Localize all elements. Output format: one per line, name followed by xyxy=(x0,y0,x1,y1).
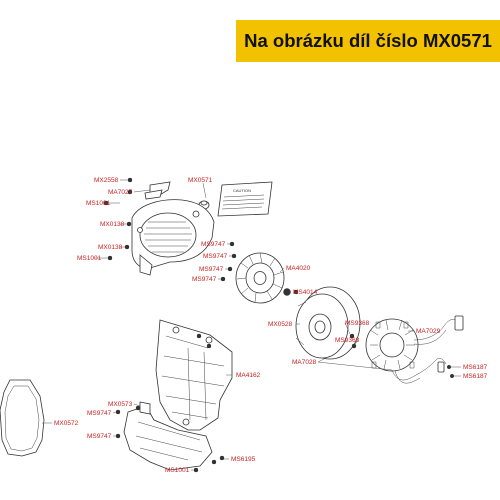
label-ms9747: MS9747 xyxy=(87,410,112,417)
label-ms4014: MS4014 xyxy=(293,289,318,296)
label-ma7029: MA7029 xyxy=(416,328,441,335)
wiring-harness xyxy=(391,315,464,384)
label-mx0138: MX0138 xyxy=(98,244,123,251)
label-mx0573: MX0573 xyxy=(108,401,133,408)
label-mx0138: MX0138 xyxy=(100,221,125,228)
label-mx2558: MX2558 xyxy=(94,177,119,184)
label-ms9747: MS9747 xyxy=(201,241,226,248)
lower-cover-part xyxy=(123,401,213,471)
label-ms9747: MS9747 xyxy=(203,253,228,260)
stator-part xyxy=(365,318,419,372)
label-ms1001: MS1001 xyxy=(77,255,102,262)
leader-lines xyxy=(42,179,461,471)
label-ms9747: MS9747 xyxy=(87,433,112,440)
label-ms6187: MS6187 xyxy=(463,373,488,380)
bracket-part xyxy=(144,181,171,200)
label-ms6195: MS6195 xyxy=(231,456,256,463)
label-ms9368: MS9368 xyxy=(335,337,360,344)
label-ma7027: MA7027 xyxy=(108,189,133,196)
label-ms1001: MS1001 xyxy=(86,200,111,207)
label-mx0572: MX0572 xyxy=(54,420,79,427)
cover-screws xyxy=(103,177,237,282)
flywheel-part xyxy=(295,286,361,360)
sticker-title: CAUTION xyxy=(233,188,251,193)
lower-shroud-part xyxy=(155,319,233,431)
label-ma4020: MA4020 xyxy=(286,265,311,272)
banner-text: Na obrázku díl číslo MX0571 xyxy=(244,30,492,51)
label-ms1001: MS1001 xyxy=(165,467,190,474)
caution-sticker: CAUTION xyxy=(217,181,273,217)
lower-shroud-screws xyxy=(196,333,212,349)
label-ma7028: MA7028 xyxy=(292,359,317,366)
label-ma4162: MA4162 xyxy=(236,372,261,379)
label-mx0571: MX0571 xyxy=(188,177,213,184)
part-number-banner: Na obrázku díl číslo MX0571 xyxy=(236,20,500,62)
label-mx0528: MX0528 xyxy=(268,321,293,328)
fan-cover-part xyxy=(131,199,215,276)
label-ms9747: MS9747 xyxy=(199,266,224,273)
cooling-fan-part xyxy=(235,252,285,304)
label-ms9368: MS9368 xyxy=(345,320,370,327)
label-ms9747: MS9747 xyxy=(192,276,217,283)
gasket-part xyxy=(0,379,45,457)
label-ms6187: MS6187 xyxy=(463,364,488,371)
part-labels: MX2558 MA7027 MS1001 MX0571 MX0138 MX013… xyxy=(54,177,488,474)
bolt-ms4014 xyxy=(283,288,299,296)
